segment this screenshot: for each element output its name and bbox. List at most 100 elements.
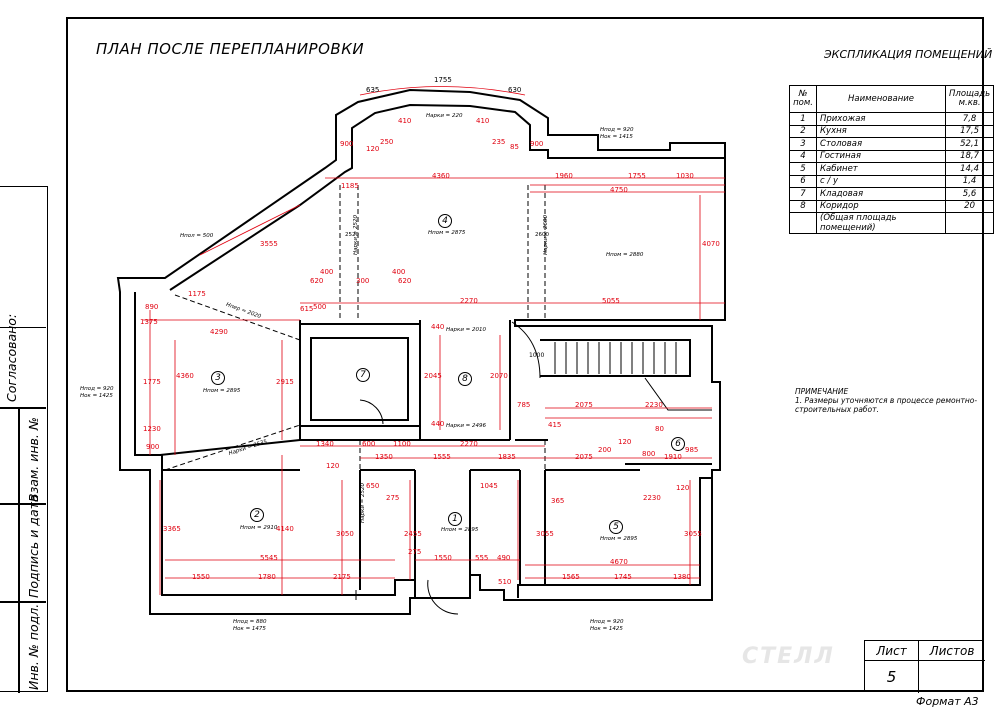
dim-label: 1555 — [433, 453, 451, 461]
watermark-logo: СТЕЛЛ — [742, 644, 835, 669]
dim-label: 2075 — [575, 401, 593, 409]
dim-label: 785 — [517, 401, 531, 409]
dim-label: 3055 — [536, 530, 554, 538]
dim-label: 400 — [392, 268, 406, 276]
dim-label: 235 — [492, 138, 506, 146]
header-name: Наименование — [816, 85, 946, 113]
dim-label: 620 — [398, 277, 412, 285]
height-label: Hок = 1415 — [600, 134, 633, 140]
dim-label: 1380 — [673, 573, 691, 581]
dim-label: 1910 — [664, 453, 682, 461]
dim-label: 1045 — [480, 482, 498, 490]
height-label: Hпод = 920 — [590, 619, 624, 625]
dim-label: 4290 — [210, 328, 228, 336]
format-label: Формат А3 — [916, 695, 979, 708]
room-marker: 5 — [609, 520, 623, 534]
room-marker: 1 — [448, 512, 462, 526]
dim-label: 410 — [476, 117, 490, 125]
height-label: Hарки = 220 — [426, 113, 463, 119]
dim-label: 80 — [655, 425, 664, 433]
note-text: 1. Размеры уточняются в процессе ремонтн… — [795, 396, 978, 414]
height-label: Hпом = 2880 — [606, 252, 644, 258]
dim-label: 510 — [498, 578, 512, 586]
dim-label: 620 — [310, 277, 324, 285]
dim-label: 900 — [530, 140, 544, 148]
dim-label: 400 — [320, 268, 334, 276]
walls — [116, 88, 726, 615]
dim-label: 1550 — [192, 573, 210, 581]
height-label: Hок = 1475 — [233, 626, 266, 632]
dim-label: 615 — [300, 305, 314, 313]
dim-label: 2915 — [276, 378, 294, 386]
stairs — [511, 321, 712, 411]
dim-label: 4670 — [610, 558, 628, 566]
sheet-label: Лист — [865, 641, 919, 661]
dim-label: 250 — [380, 138, 394, 146]
stair-label: 1000 — [529, 352, 545, 359]
dim-label: 1775 — [143, 378, 161, 386]
dim-label: 890 — [145, 303, 159, 311]
dim-label: 3555 — [260, 240, 278, 248]
dim-label: 1755 — [434, 76, 452, 84]
dim-label: 1960 — [555, 172, 573, 180]
dim-label: 410 — [398, 117, 412, 125]
room-marker: 4 — [438, 214, 452, 228]
dim-label: 2520 — [345, 232, 359, 238]
dim-label: 440 — [431, 420, 445, 428]
dim-label: 900 — [146, 443, 160, 451]
dim-label: 490 — [497, 554, 511, 562]
dim-label: 2230 — [645, 401, 663, 409]
arch-lines — [164, 185, 546, 471]
dim-label: 2455 — [404, 530, 422, 538]
dim-label: 1835 — [498, 453, 516, 461]
dim-label: 4070 — [702, 240, 720, 248]
dim-label: 4750 — [610, 186, 628, 194]
dim-label: 1175 — [188, 290, 206, 298]
dim-label: 4140 — [276, 525, 294, 533]
room-marker: 2 — [250, 508, 264, 522]
dim-label: 120 — [366, 145, 380, 153]
room-marker: 3 — [211, 371, 225, 385]
side-stamp — [0, 186, 48, 693]
dim-label: 4360 — [176, 372, 194, 380]
note: ПРИМЕЧАНИЕ 1. Размеры уточняются в проце… — [795, 387, 1000, 414]
dim-label: 1780 — [258, 573, 276, 581]
drawing-frame — [66, 17, 984, 692]
height-label: Hпод = 920 — [600, 127, 634, 133]
dim-label: 1550 — [434, 554, 452, 562]
dim-label: 1340 — [316, 440, 334, 448]
dim-label: 4360 — [432, 172, 450, 180]
dimension-lines — [143, 86, 725, 595]
dim-label: 1100 — [393, 440, 411, 448]
dim-label: 555 — [475, 554, 489, 562]
height-label: Hпом = 2895 — [600, 536, 638, 542]
height-label: Hпод = 880 — [233, 619, 267, 625]
header-area: Площадь м.кв. — [944, 85, 995, 113]
dim-label: 600 — [362, 440, 376, 448]
dim-label: 440 — [431, 323, 445, 331]
dim-label: 2075 — [575, 453, 593, 461]
drawing-title: ПЛАН ПОСЛЕ ПЕРЕПЛАНИРОВКИ — [96, 40, 365, 58]
dim-label: 3365 — [163, 525, 181, 533]
height-label: Hок = 1425 — [80, 393, 113, 399]
sheet-number: 5 — [865, 661, 919, 693]
dim-label: 1565 — [562, 573, 580, 581]
dim-label: 5055 — [602, 297, 620, 305]
table-row: (Общая площадь помещений) — [789, 212, 995, 234]
dim-label: 300 — [356, 277, 370, 285]
dim-label: 85 — [510, 143, 519, 151]
dim-label: 2270 — [460, 297, 478, 305]
dim-label: 985 — [685, 446, 699, 454]
height-label: Hпом = 2895 — [203, 388, 241, 394]
dim-label: 1350 — [375, 453, 393, 461]
dim-label: 2270 — [460, 440, 478, 448]
height-label: Hпом = 2875 — [428, 230, 466, 236]
dim-label: 275 — [408, 548, 422, 556]
height-label: Hок = 1425 — [590, 626, 623, 632]
